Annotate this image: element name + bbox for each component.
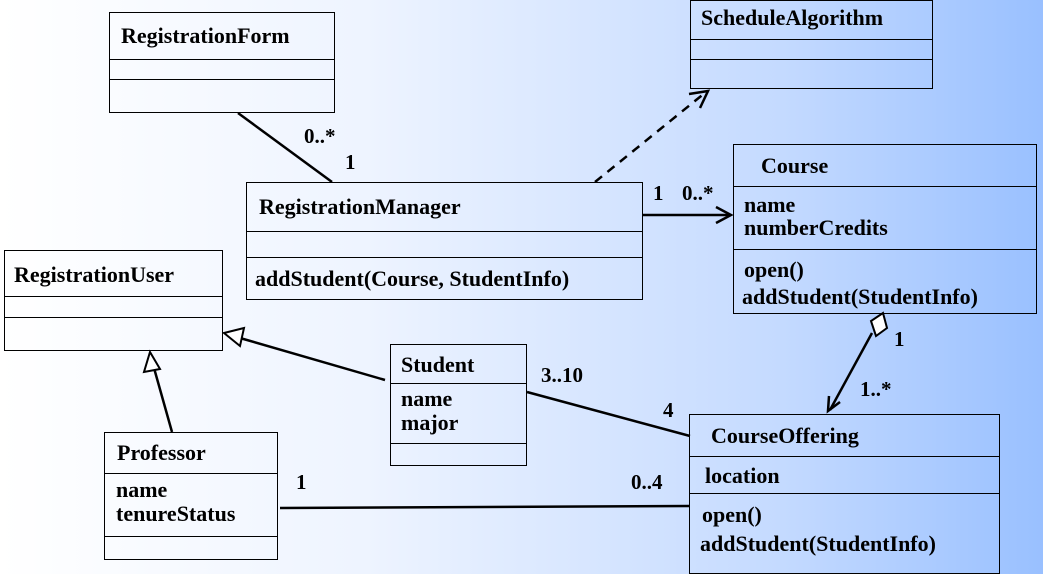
professor-offering-association[interactable] bbox=[279, 504, 691, 510]
operation: addStudent(StudentInfo) bbox=[742, 284, 978, 309]
class-name: Student bbox=[401, 352, 475, 377]
professor-generalization[interactable] bbox=[152, 367, 174, 433]
class-name: ScheduleAlgorithm bbox=[701, 5, 884, 30]
class-name: CourseOffering bbox=[711, 423, 859, 448]
operation: open() bbox=[702, 502, 762, 527]
dependency-arrowhead bbox=[688, 89, 711, 109]
multiplicity-offering-aggregation-end: 1..* bbox=[860, 377, 892, 401]
attribute-compartment bbox=[110, 59, 334, 91]
class-course[interactable]: Course name numberCredits open() addStud… bbox=[733, 144, 1037, 314]
class-professor[interactable]: Professor name tenureStatus bbox=[104, 432, 278, 560]
attribute: location bbox=[705, 463, 780, 488]
operation-compartment: open() addStudent(StudentInfo) bbox=[734, 249, 1036, 313]
navigability-arrowhead bbox=[715, 205, 734, 225]
attribute: name bbox=[744, 192, 796, 217]
multiplicity-course-end: 0..* bbox=[682, 181, 714, 205]
student-generalization[interactable] bbox=[239, 336, 386, 382]
manager-schedule-dependency[interactable] bbox=[594, 91, 707, 183]
class-name: RegistrationUser bbox=[14, 262, 175, 287]
attribute: name bbox=[116, 477, 168, 502]
attribute-compartment bbox=[247, 231, 642, 258]
class-registration-manager[interactable]: RegistrationManager addStudent(Course, S… bbox=[246, 182, 643, 300]
multiplicity-student-end: 3..10 bbox=[541, 363, 583, 387]
multiplicity-offering-student-end: 4 bbox=[663, 398, 674, 422]
class-name: Professor bbox=[117, 440, 206, 465]
multiplicity-manager-course-end: 1 bbox=[653, 181, 664, 205]
generalization-triangle-professor bbox=[142, 349, 162, 374]
attribute-compartment bbox=[5, 296, 222, 318]
multiplicity-professor-end: 1 bbox=[296, 470, 307, 494]
attribute-compartment: name major bbox=[391, 383, 526, 445]
operation-compartment bbox=[691, 59, 932, 88]
operation: addStudent(Course, StudentInfo) bbox=[255, 266, 570, 291]
multiplicity-course-aggregation-end: 1 bbox=[894, 327, 905, 351]
class-name: RegistrationForm bbox=[121, 23, 290, 48]
aggregation-diamond bbox=[869, 311, 889, 338]
course-offering-aggregation[interactable] bbox=[828, 332, 874, 411]
operation-compartment: open() addStudent(StudentInfo) bbox=[690, 493, 999, 573]
class-schedule-algorithm[interactable]: ScheduleAlgorithm bbox=[690, 0, 933, 89]
attribute: name bbox=[401, 386, 453, 411]
operation-compartment bbox=[391, 443, 526, 465]
student-offering-association[interactable] bbox=[526, 390, 691, 438]
operation-compartment bbox=[110, 79, 334, 112]
generalization-triangle-student bbox=[221, 326, 246, 348]
attribute-compartment: name tenureStatus bbox=[105, 473, 277, 537]
aggregation-arrowhead bbox=[826, 395, 841, 414]
class-course-offering[interactable]: CourseOffering location open() addStuden… bbox=[689, 414, 1000, 574]
attribute: tenureStatus bbox=[116, 501, 236, 526]
operation-compartment bbox=[5, 317, 222, 350]
attribute-compartment bbox=[691, 39, 932, 61]
multiplicity-offering-professor-end: 0..4 bbox=[631, 470, 663, 494]
operation: addStudent(StudentInfo) bbox=[700, 531, 936, 556]
attribute-compartment: name numberCredits bbox=[734, 186, 1036, 250]
operation: open() bbox=[744, 257, 804, 282]
class-student[interactable]: Student name major bbox=[390, 344, 527, 466]
class-registration-form[interactable]: RegistrationForm bbox=[109, 12, 335, 113]
attribute: major bbox=[401, 410, 459, 435]
class-name: Course bbox=[761, 153, 829, 178]
class-name: RegistrationManager bbox=[259, 194, 461, 219]
class-registration-user[interactable]: RegistrationUser bbox=[4, 250, 223, 351]
operation-compartment: addStudent(Course, StudentInfo) bbox=[247, 257, 642, 299]
form-manager-association[interactable] bbox=[237, 111, 333, 184]
attribute: numberCredits bbox=[744, 215, 888, 240]
multiplicity-form-end: 0..* bbox=[304, 124, 336, 148]
attribute-compartment: location bbox=[690, 456, 999, 494]
multiplicity-manager-form-end: 1 bbox=[345, 150, 356, 174]
operation-compartment bbox=[105, 536, 277, 559]
